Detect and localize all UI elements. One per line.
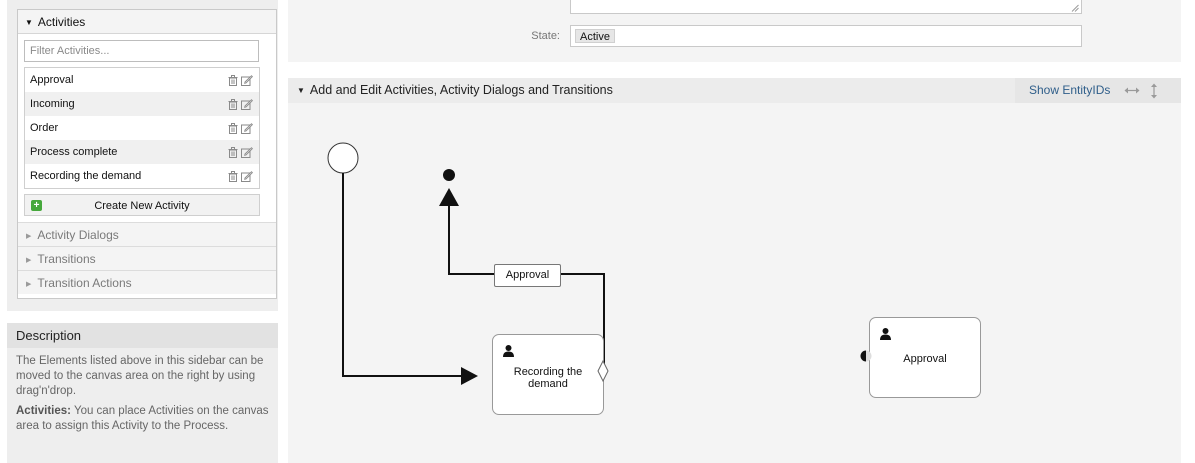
- canvas-activity-label: Approval: [903, 353, 947, 365]
- activity-item-label: Recording the demand: [30, 170, 142, 182]
- activity-item-label: Approval: [30, 74, 74, 86]
- transition-line-right: [561, 273, 605, 368]
- arrowhead-up-icon: [439, 188, 459, 206]
- canvas-activity-approval[interactable]: Approval: [869, 317, 981, 398]
- description-title: Description: [7, 323, 278, 348]
- diamond-endpoint-icon[interactable]: [597, 360, 609, 382]
- canvas-panel: ▼ Add and Edit Activities, Activity Dialo…: [288, 78, 1181, 463]
- accordion-header-transition-actions[interactable]: ▶ Transition Actions: [18, 270, 276, 294]
- resize-grip-icon[interactable]: [1071, 4, 1079, 12]
- edit-icon[interactable]: [241, 74, 253, 86]
- canvas-activity-recording-the-demand[interactable]: Recording the demand: [492, 334, 604, 415]
- trash-icon[interactable]: [228, 74, 238, 86]
- create-new-activity-label: Create New Activity: [94, 200, 190, 212]
- trash-icon[interactable]: [228, 98, 238, 110]
- arrowhead-right-icon: [461, 367, 478, 385]
- description-textarea[interactable]: [570, 0, 1082, 14]
- trash-icon[interactable]: [228, 146, 238, 158]
- section-label: Activity Dialogs: [37, 228, 119, 242]
- trash-icon[interactable]: [228, 170, 238, 182]
- description-bold-term: Activities:: [16, 405, 71, 417]
- connection-endpoint-dot-icon[interactable]: [860, 350, 872, 362]
- state-select[interactable]: Active: [570, 25, 1082, 47]
- section-label: Transitions: [37, 252, 96, 266]
- description-paragraph-activities: Activities: You can place Activities on …: [16, 404, 269, 434]
- accordion-header-activities[interactable]: ▼ Activities: [18, 10, 276, 34]
- user-icon: [880, 328, 891, 340]
- user-icon: [503, 345, 514, 357]
- transition-endpoint-dot[interactable]: [443, 169, 455, 181]
- section-label: Transition Actions: [37, 276, 132, 290]
- start-event-circle[interactable]: [327, 142, 359, 174]
- caret-right-icon: ▶: [26, 257, 32, 264]
- elements-accordion: ▼ Activities Approval Incoming: [17, 9, 277, 299]
- activities-header-label: Activities: [37, 15, 86, 29]
- description-box: Description The Elements listed above in…: [7, 323, 278, 463]
- activity-item-label: Incoming: [30, 98, 75, 110]
- canvas-panel-header[interactable]: ▼ Add and Edit Activities, Activity Dialo…: [288, 78, 1181, 103]
- edit-icon[interactable]: [241, 98, 253, 110]
- edit-icon[interactable]: [241, 170, 253, 182]
- description-activities-text: You can place Activities on the canvas a…: [16, 405, 269, 432]
- edit-icon[interactable]: [241, 146, 253, 158]
- caret-right-icon: ▶: [26, 233, 32, 240]
- caret-down-icon: ▼: [25, 18, 33, 27]
- filter-activities-input[interactable]: [24, 40, 259, 62]
- sidebar-available-elements: ▼ Activities Approval Incoming: [7, 0, 278, 311]
- process-form: State: Active: [288, 0, 1181, 62]
- description-paragraph: The Elements listed above in this sideba…: [16, 355, 264, 397]
- activity-list: Approval Incoming Order: [24, 67, 260, 189]
- caret-down-icon: ▼: [297, 86, 305, 95]
- activity-item-approval[interactable]: Approval: [25, 68, 259, 92]
- create-new-activity-button[interactable]: + Create New Activity: [24, 194, 260, 216]
- activity-item-order[interactable]: Order: [25, 116, 259, 140]
- activity-item-incoming[interactable]: Incoming: [25, 92, 259, 116]
- start-connection-line: [342, 173, 463, 377]
- vertical-resize-icon[interactable]: [1150, 83, 1158, 99]
- transition-label-approval[interactable]: Approval: [494, 264, 561, 287]
- show-entity-ids-link[interactable]: Show EntityIDs: [1029, 83, 1111, 97]
- process-canvas[interactable]: Recording the demand Approval Approval: [288, 103, 1181, 463]
- canvas-activity-label: Recording the demand: [513, 366, 583, 390]
- description-text: The Elements listed above in this sideba…: [7, 348, 278, 434]
- caret-right-icon: ▶: [26, 281, 32, 288]
- activity-item-label: Order: [30, 122, 59, 134]
- plus-icon: +: [31, 200, 42, 211]
- canvas-toolbar: Show EntityIDs: [1015, 78, 1181, 103]
- horizontal-resize-icon[interactable]: [1124, 86, 1140, 95]
- trash-icon[interactable]: [228, 122, 238, 134]
- accordion-header-transitions[interactable]: ▶ Transitions: [18, 246, 276, 270]
- canvas-panel-title-text: Add and Edit Activities, Activity Dialog…: [309, 83, 613, 97]
- connections-layer: [327, 142, 605, 385]
- state-label: State:: [531, 30, 560, 42]
- activity-item-recording-the-demand[interactable]: Recording the demand: [25, 164, 259, 188]
- transition-line-left: [448, 206, 494, 275]
- state-selected-value: Active: [575, 29, 615, 43]
- canvas-panel-title: ▼ Add and Edit Activities, Activity Dialo…: [297, 78, 613, 103]
- activity-item-label: Process complete: [30, 146, 118, 158]
- edit-icon[interactable]: [241, 122, 253, 134]
- accordion-header-activity-dialogs[interactable]: ▶ Activity Dialogs: [18, 222, 276, 246]
- activity-item-process-complete[interactable]: Process complete: [25, 140, 259, 164]
